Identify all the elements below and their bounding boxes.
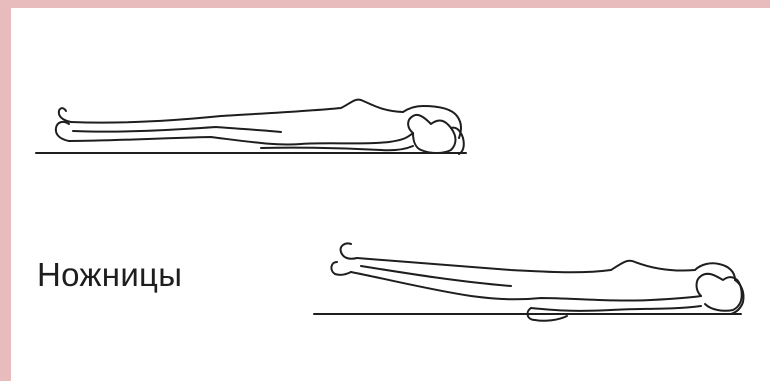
back [531,306,701,311]
feet [56,122,69,141]
figure-legs-raised [314,243,744,320]
exercise-illustration [11,8,770,381]
exercise-caption: Ножницы [37,256,182,294]
feet-2 [341,243,357,258]
arm [261,146,413,150]
illustration-panel: Ножницы [11,8,770,381]
head [408,115,455,153]
body-upper-outline [71,100,461,138]
figure-lying-flat [36,100,466,154]
body-lower-outline [69,133,413,145]
body-upper-outline-2 [357,258,735,280]
body-lower-outline-2 [351,272,701,301]
